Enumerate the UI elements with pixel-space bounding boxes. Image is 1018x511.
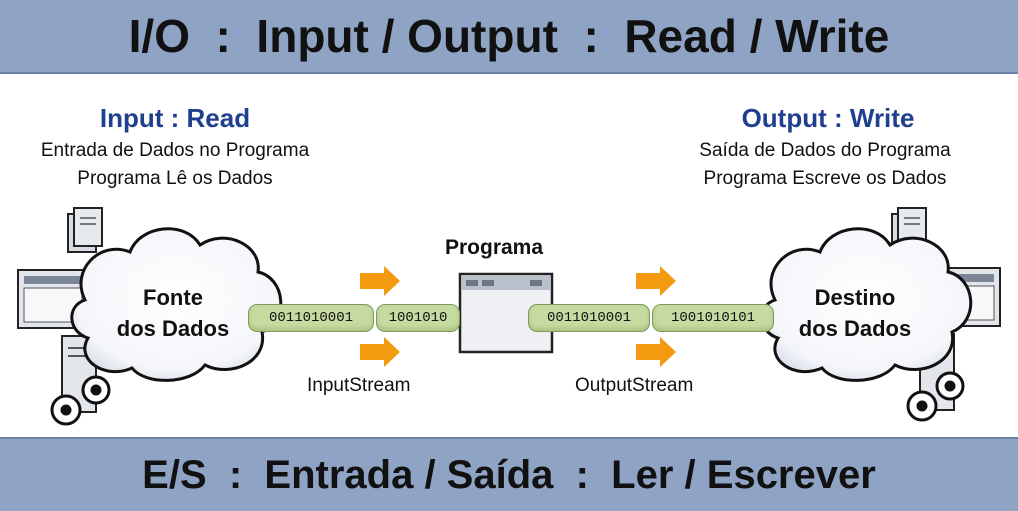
source-gear-icon bbox=[50, 375, 111, 426]
input-stream-bits-2: 1001010 bbox=[376, 304, 460, 332]
input-description-line-1: Entrada de Dados no Programa bbox=[40, 140, 310, 161]
destination-label-line-2: dos Dados bbox=[798, 316, 912, 341]
output-heading: Output : Write bbox=[741, 103, 915, 133]
destination-label: Destino dos Dados bbox=[780, 282, 930, 344]
output-arrow-bottom-icon bbox=[636, 337, 676, 367]
output-arrow-top-icon bbox=[636, 266, 676, 296]
destination-cloud bbox=[760, 227, 973, 382]
source-label-line-2: dos Dados bbox=[116, 316, 230, 341]
source-documents-icon bbox=[67, 207, 103, 253]
output-description-line-1: Saída de Dados do Programa bbox=[699, 140, 951, 161]
input-stream-bits-1: 0011010001 bbox=[248, 304, 374, 332]
source-label-line-1: Fonte bbox=[143, 285, 203, 310]
output-stream-bits-2: 1001010101 bbox=[652, 304, 774, 332]
input-description-line-2: Programa Lê os Dados bbox=[77, 168, 273, 189]
output-description-line-2: Programa Escreve os Dados bbox=[703, 168, 947, 189]
destination-gear-icon bbox=[906, 371, 965, 422]
input-stream-label: InputStream bbox=[307, 375, 411, 396]
input-arrow-bottom-icon bbox=[360, 337, 400, 367]
input-arrow-top-icon bbox=[360, 266, 400, 296]
footer-banner: E/S : Entrada / Saída : Ler / Escrever bbox=[0, 437, 1018, 511]
input-heading: Input : Read bbox=[99, 103, 251, 133]
destination-label-line-1: Destino bbox=[814, 285, 896, 310]
title-banner: I/O : Input / Output : Read / Write bbox=[0, 0, 1018, 74]
output-stream-bits-1: 0011010001 bbox=[528, 304, 650, 332]
source-label: Fonte dos Dados bbox=[108, 282, 238, 344]
output-stream-label: OutputStream bbox=[575, 375, 694, 396]
program-title: Programa bbox=[445, 236, 544, 259]
